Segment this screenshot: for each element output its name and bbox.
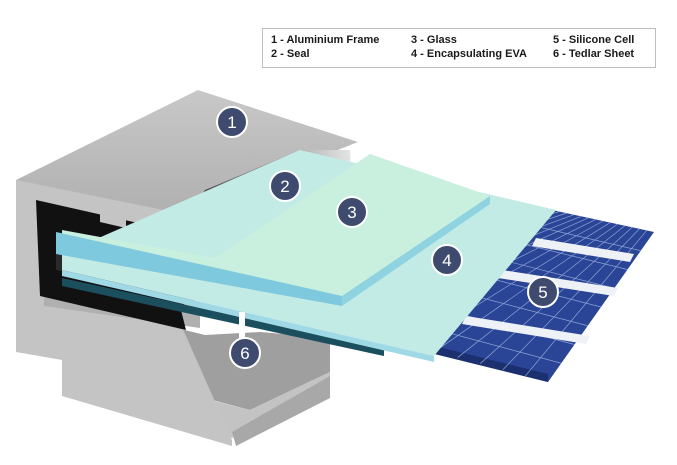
glass-layer bbox=[56, 154, 490, 306]
frame-top-flange bbox=[16, 90, 358, 213]
legend: 1 - Aluminium Frame 2 - Seal 3 - Glass 4… bbox=[262, 28, 656, 68]
legend-item-encapsulating-eva: 4 - Encapsulating EVA bbox=[411, 48, 527, 60]
marker-3-label: 3 bbox=[347, 203, 356, 222]
glass-front-edge bbox=[56, 232, 342, 306]
marker-2-circle bbox=[269, 170, 301, 202]
marker-1: 1 bbox=[216, 106, 248, 138]
marker-5: 5 bbox=[527, 276, 559, 308]
marker-4-circle bbox=[431, 244, 463, 276]
marker-3: 3 bbox=[336, 196, 368, 228]
marker-5-label: 5 bbox=[538, 283, 547, 302]
marker-6-circle bbox=[229, 337, 261, 369]
marker-1-circle bbox=[216, 106, 248, 138]
seal-notch bbox=[100, 206, 126, 228]
marker-2: 2 bbox=[269, 170, 301, 202]
legend-item-aluminium-frame: 1 - Aluminium Frame bbox=[271, 34, 380, 46]
marker-4-label: 4 bbox=[442, 251, 451, 270]
legend-item-tedlar-sheet: 6 - Tedlar Sheet bbox=[553, 48, 635, 60]
cell-busbar-1 bbox=[532, 238, 634, 262]
marker-6: 6 bbox=[229, 337, 261, 369]
marker-6-label: 6 bbox=[240, 344, 249, 363]
tedlar-sheet bbox=[62, 278, 384, 356]
legend-item-silicone-cell: 5 - Silicone Cell bbox=[553, 34, 635, 46]
marker-2-label: 2 bbox=[280, 177, 289, 196]
marker-3-circle bbox=[336, 196, 368, 228]
frame-side-face bbox=[232, 376, 330, 446]
tedlar-pointer-line bbox=[239, 312, 245, 352]
legend-item-seal: 2 - Seal bbox=[271, 48, 310, 60]
cell-busbar-3 bbox=[462, 316, 590, 344]
eva-sheet-edge bbox=[62, 270, 434, 362]
legend-item-glass: 3 - Glass bbox=[411, 34, 457, 46]
marker-1-label: 1 bbox=[227, 113, 236, 132]
marker-4: 4 bbox=[431, 244, 463, 276]
glass-right-edge bbox=[342, 196, 490, 306]
cell-busbar-2 bbox=[498, 270, 618, 296]
marker-5-circle bbox=[527, 276, 559, 308]
